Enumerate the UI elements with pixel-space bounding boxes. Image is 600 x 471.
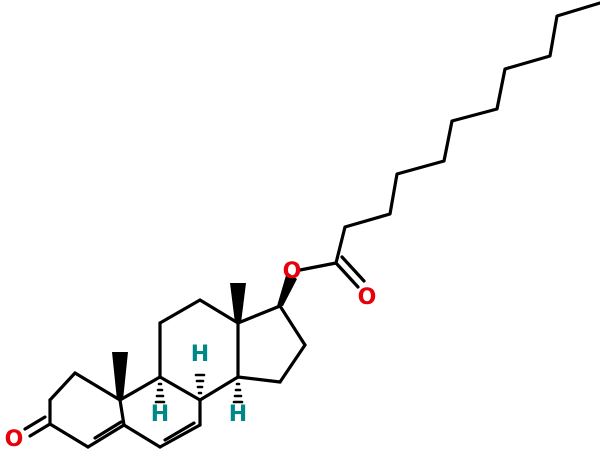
h14-label: H xyxy=(229,402,247,427)
stereo-wedges xyxy=(112,272,297,400)
ester-oxygen-label: O xyxy=(283,259,302,284)
carbonyl-oxygen-label: O xyxy=(358,285,377,310)
atom-labels: O O O H H H xyxy=(5,259,377,452)
bond-lines xyxy=(23,1,600,449)
h9-label: H xyxy=(151,402,169,427)
ketone-oxygen-label: O xyxy=(5,427,24,452)
h8-label: H xyxy=(191,342,209,367)
stereo-hashes xyxy=(154,373,244,404)
